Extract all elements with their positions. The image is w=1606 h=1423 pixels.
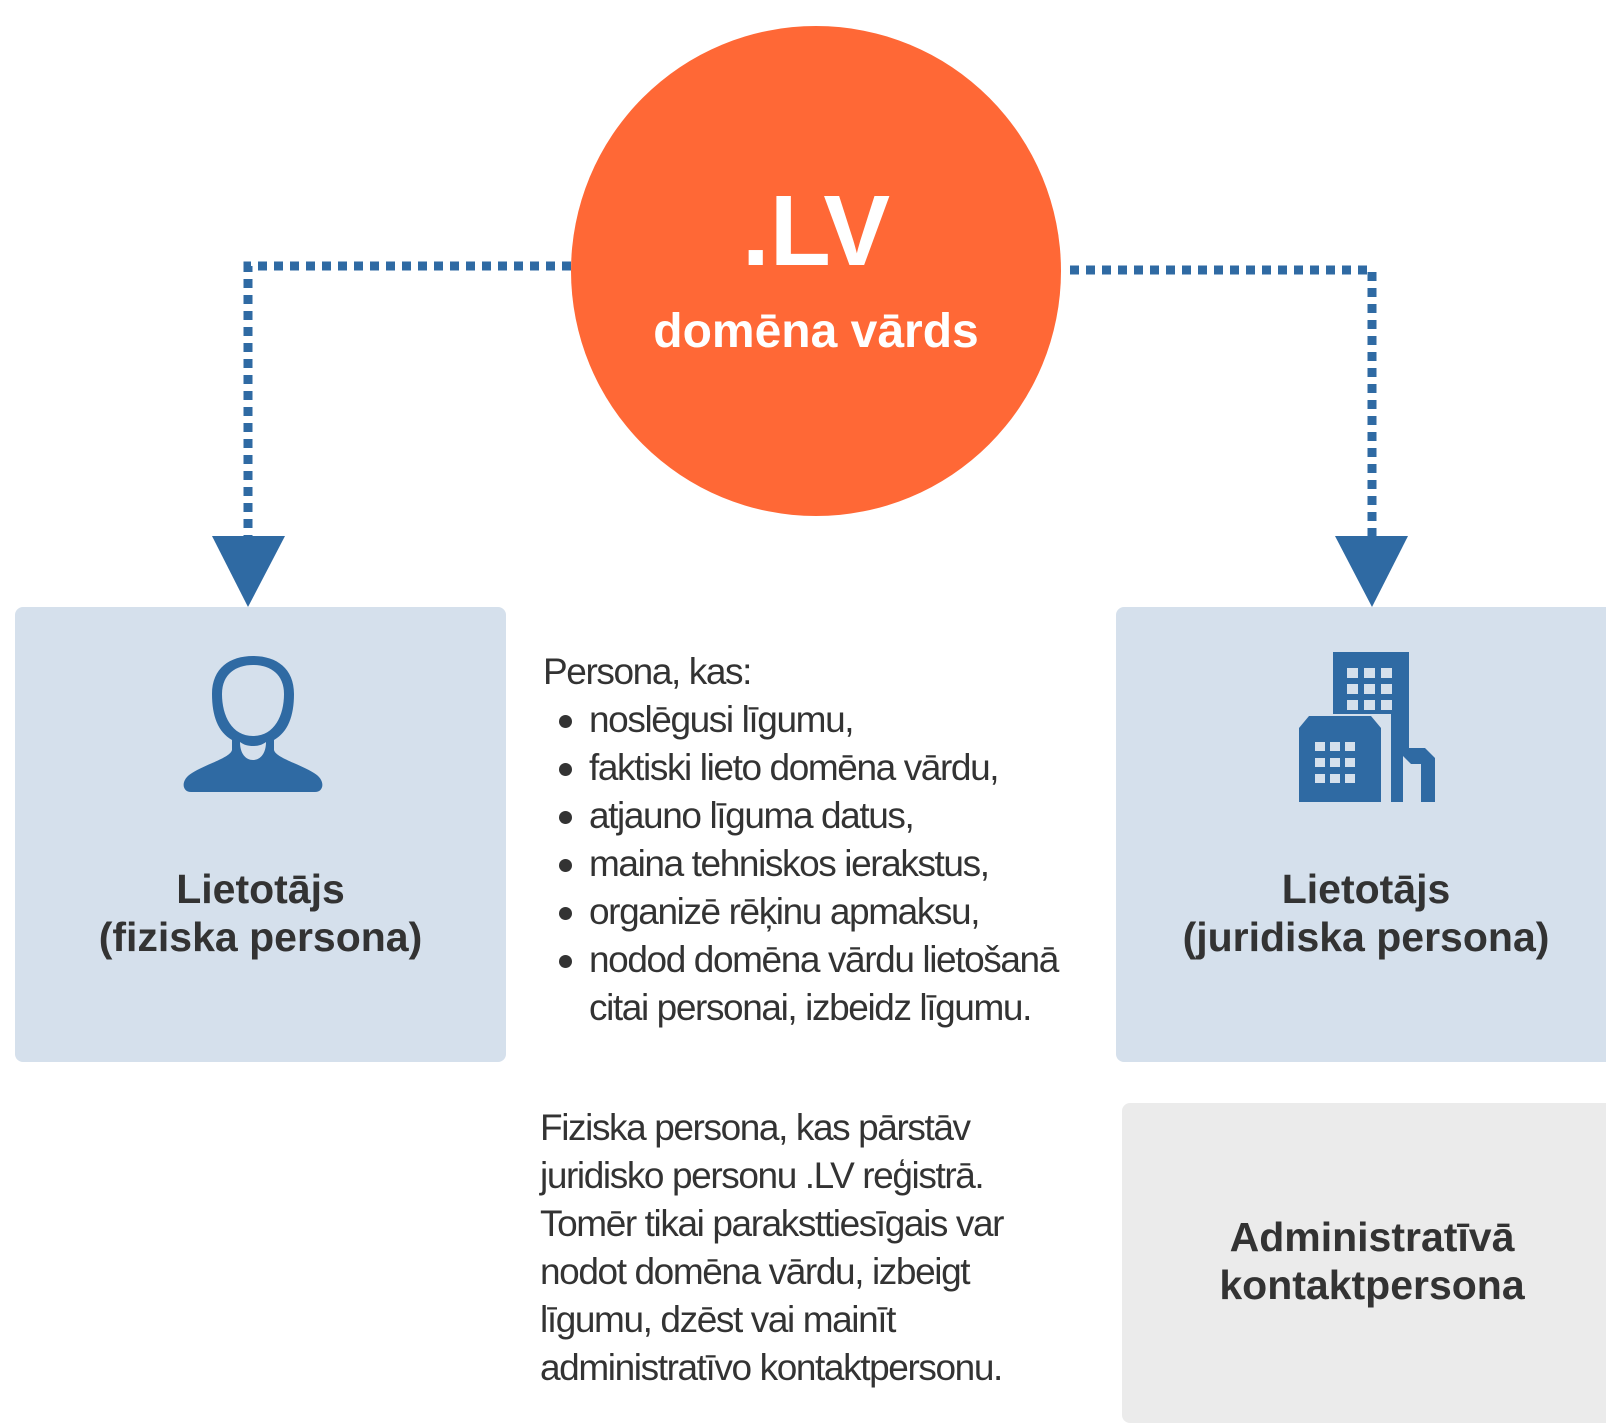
admin-description-line: juridisko personu .LV reģistrā. <box>540 1155 985 1196</box>
admin-contact-box: Administratīvā kontaktpersona <box>1122 1103 1606 1423</box>
roles-list: noslēgusi līgumu, faktiski lieto domēna … <box>543 696 1083 1032</box>
user-legal-box: Lietotājs (juridiska persona) <box>1116 607 1606 1062</box>
admin-description-line: Fiziska persona, kas pārstāv <box>540 1107 971 1148</box>
user-roles-text: Persona, kas: noslēgusi līgumu, faktiski… <box>543 648 1083 1032</box>
admin-description-line: Tomēr tikai paraksttiesīgais var <box>540 1203 1005 1244</box>
admin-description-line: nodot domēna vārdu, izbeigt <box>540 1251 971 1292</box>
arrowhead-right <box>1335 536 1408 607</box>
admin-contact-label-line2: kontaktpersona <box>1219 1262 1525 1308</box>
office-building-icon <box>1299 652 1435 802</box>
user-individual-label: Lietotājs (fiziska persona) <box>15 865 506 961</box>
admin-contact-label: Administratīvā kontaktpersona <box>1122 1213 1606 1309</box>
user-individual-box: Lietotājs (fiziska persona) <box>15 607 506 1062</box>
roles-list-item: noslēgusi līgumu, <box>543 696 1083 744</box>
admin-description-line: līgumu, dzēst vai mainīt <box>540 1299 896 1340</box>
roles-list-item: maina tehniskos ierakstus, <box>543 840 1083 888</box>
admin-contact-label-line1: Administratīvā <box>1229 1214 1515 1260</box>
user-legal-label-line1: Lietotājs <box>1281 866 1451 912</box>
connector-left <box>243 261 571 536</box>
user-legal-label: Lietotājs (juridiska persona) <box>1116 865 1606 961</box>
roles-list-item: organizē rēķinu apmaksu, <box>543 888 1083 936</box>
user-individual-label-line1: Lietotājs <box>176 866 345 912</box>
domain-subtitle: domēna vārds <box>653 305 979 358</box>
connector-right <box>1070 265 1377 536</box>
roles-list-item: atjauno līguma datus, <box>543 792 1083 840</box>
user-legal-label-line2: (juridiska persona) <box>1182 914 1550 960</box>
domain-circle: .LV domēna vārds <box>571 26 1061 516</box>
arrowhead-left <box>212 536 285 607</box>
roles-intro: Persona, kas: <box>543 651 752 692</box>
roles-list-item: faktiski lieto domēna vārdu, <box>543 744 1083 792</box>
roles-list-item: nodod domēna vārdu lietošanā citai perso… <box>543 936 1083 1032</box>
domain-title: .LV <box>741 175 891 287</box>
person-icon <box>183 656 323 792</box>
admin-contact-description: Fiziska persona, kas pārstāv juridisko p… <box>540 1104 1100 1392</box>
user-individual-label-line2: (fiziska persona) <box>98 914 423 960</box>
admin-description-line: administratīvo kontaktpersonu. <box>540 1347 1003 1388</box>
